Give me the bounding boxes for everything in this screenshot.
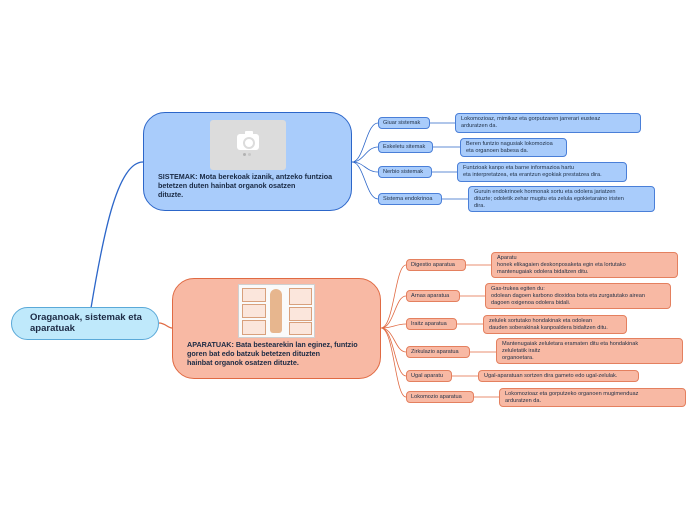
- subtopic-lokomozio-aparatua[interactable]: Lokomozio aparatua: [406, 391, 474, 403]
- subtopic-ugal-aparatu[interactable]: Ugal aparatu: [406, 370, 452, 382]
- subtopic-giuar-sistemak[interactable]: Giuar sistemak: [378, 117, 430, 129]
- subtopic-label: Digestio aparatua: [411, 261, 455, 268]
- leaf-arnas-desc[interactable]: Gas-trukea egiten du: odolean dagoen kar…: [485, 283, 671, 309]
- subtopic-label: Giuar sistemak: [383, 119, 421, 126]
- leaf-text: Ugal-aparatuan sortzen dira gameto edo u…: [484, 372, 618, 379]
- leaf-text: Lokomozioaz eta gorputzeko organoen mugi…: [505, 390, 639, 404]
- image-dot: [248, 153, 251, 156]
- leaf-text: Mantenugaiak zeluletara eramaten ditu et…: [502, 340, 639, 361]
- camera-icon: [245, 131, 253, 135]
- aparatuak-topic[interactable]: APARATUAK: Bata bestearekin lan eginez, …: [172, 278, 381, 379]
- subtopic-digestio-aparatua[interactable]: Digestio aparatua: [406, 259, 466, 271]
- subtopic-label: Ugal aparatu: [411, 372, 444, 379]
- root-topic[interactable]: Oraganoak, sistemak eta aparatuak: [11, 307, 159, 340]
- leaf-giuar-desc[interactable]: Lokomozioaz, mimikaz eta gorputzaren jar…: [455, 113, 641, 133]
- leaf-text: Aparatu honek elikagaien deskonposaketa …: [497, 254, 626, 275]
- subtopic-label: Sistema endokrinoa: [383, 195, 433, 202]
- image-dot: [243, 153, 246, 156]
- root-topic-label: Oraganoak, sistemak eta aparatuak: [30, 312, 142, 334]
- subtopic-label: Nerbio sistemak: [383, 168, 424, 175]
- leaf-nerbio-desc[interactable]: Funtzioak kanpo eta barne informazioa ha…: [457, 162, 627, 182]
- leaf-text: zelulek sortutako hondakinak eta odolean…: [489, 317, 608, 331]
- sistemak-text: SISTEMAK: Mota berekoak izanik, antzeko …: [158, 172, 333, 199]
- leaf-text: Beren funtzio nagusiak lokomozioa eta or…: [466, 140, 553, 154]
- leaf-endokrinoa-desc[interactable]: Guruin endokrinoek hormonak sortu eta od…: [468, 186, 655, 212]
- camera-image-placeholder: [210, 120, 286, 170]
- leaf-digestio-desc[interactable]: Aparatu honek elikagaien deskonposaketa …: [491, 252, 678, 278]
- subtopic-zirkulazio-aparatua[interactable]: Zirkulazio aparatua: [406, 346, 470, 358]
- subtopic-label: Eskeletu sitemak: [383, 143, 426, 150]
- subtopic-iraitz-aparatua[interactable]: Iraitz aparatua: [406, 318, 457, 330]
- subtopic-label: Arnas aparatua: [411, 292, 450, 299]
- camera-icon-lens: [243, 137, 255, 149]
- subtopic-label: Iraitz aparatua: [411, 320, 447, 327]
- leaf-lokomozio-desc[interactable]: Lokomozioaz eta gorputzeko organoen mugi…: [499, 388, 686, 407]
- sistemak-topic[interactable]: SISTEMAK: Mota berekoak izanik, antzeko …: [143, 112, 352, 211]
- leaf-text: Funtzioak kanpo eta barne informazioa ha…: [463, 165, 602, 178]
- leaf-text: Lokomozioaz, mimikaz eta gorputzaren jar…: [461, 116, 601, 129]
- subtopic-sistema-endokrinoa[interactable]: Sistema endokrinoa: [378, 193, 442, 205]
- subtopic-nerbio-sistemak[interactable]: Nerbio sistemak: [378, 166, 432, 178]
- leaf-iraitz-desc[interactable]: zelulek sortutako hondakinak eta odolean…: [483, 315, 627, 334]
- aparatuak-text: APARATUAK: Bata bestearekin lan eginez, …: [187, 340, 358, 367]
- leaf-eskeletu-desc[interactable]: Beren funtzio nagusiak lokomozioa eta or…: [460, 138, 567, 157]
- subtopic-eskeletu-sitemak[interactable]: Eskeletu sitemak: [378, 141, 433, 153]
- anatomy-image: [238, 284, 315, 338]
- leaf-ugal-desc[interactable]: Ugal-aparatuan sortzen dira gameto edo u…: [478, 370, 639, 382]
- subtopic-label: Lokomozio aparatua: [411, 393, 462, 400]
- leaf-text: Guruin endokrinoek hormonak sortu eta od…: [474, 188, 624, 209]
- leaf-text: Gas-trukea egiten du: odolean dagoen kar…: [491, 285, 645, 306]
- subtopic-arnas-aparatua[interactable]: Arnas aparatua: [406, 290, 460, 302]
- leaf-zirkulazio-desc[interactable]: Mantenugaiak zeluletara eramaten ditu et…: [496, 338, 683, 364]
- subtopic-label: Zirkulazio aparatua: [411, 348, 459, 355]
